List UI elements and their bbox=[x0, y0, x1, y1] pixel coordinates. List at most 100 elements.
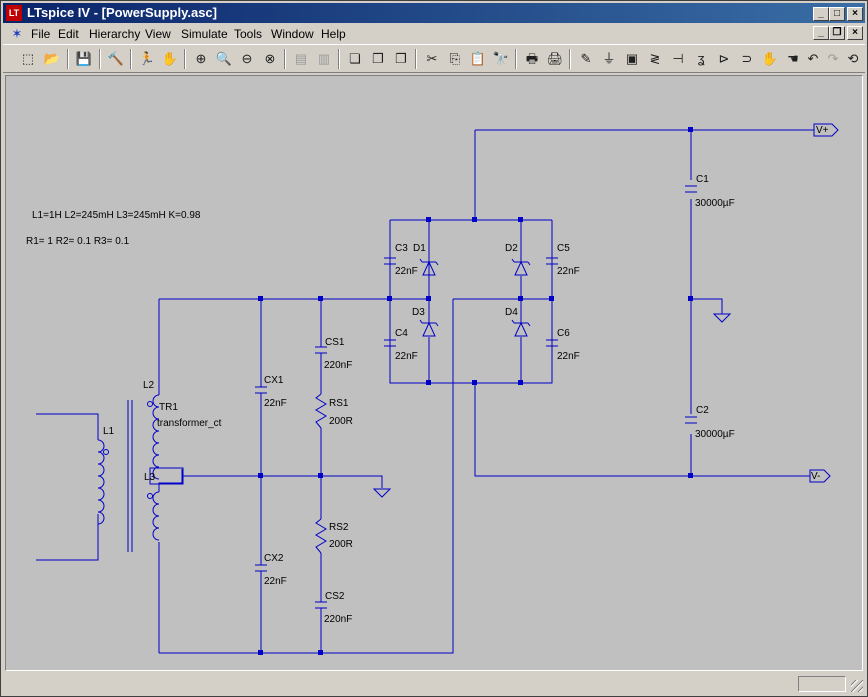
print-button[interactable]: 🖨 bbox=[546, 51, 564, 66]
document-restore-button[interactable]: ❐ bbox=[829, 26, 845, 40]
capacitor-c1[interactable]: C1 30000µF bbox=[685, 174, 735, 209]
schematic-canvas[interactable]: L1=1H L2=245mH L3=245mH K=0.98 R1= 1 R2=… bbox=[5, 75, 863, 671]
svg-text:200R: 200R bbox=[329, 539, 353, 550]
tile-vertical-button[interactable]: ▥ bbox=[317, 51, 331, 66]
svg-text:CX1: CX1 bbox=[264, 375, 284, 386]
menu-file[interactable]: File bbox=[31, 27, 51, 41]
menu-view[interactable]: View bbox=[145, 27, 171, 41]
port-vplus[interactable]: V+ bbox=[813, 123, 839, 137]
svg-text:22nF: 22nF bbox=[557, 351, 580, 362]
undo-button[interactable]: ↶ bbox=[807, 51, 819, 66]
resistor-rs1[interactable]: RS1 200R bbox=[315, 393, 353, 429]
close-button[interactable]: × bbox=[847, 7, 863, 21]
svg-text:30000µF: 30000µF bbox=[695, 198, 735, 209]
halt-button[interactable]: ✋ bbox=[161, 51, 179, 66]
title-bar[interactable]: LT LTspice IV - [PowerSupply.asc] _ □ × bbox=[3, 3, 865, 23]
capacitor-c3[interactable]: C3 22nF bbox=[384, 243, 418, 277]
diode-d2[interactable]: D2 bbox=[505, 243, 531, 276]
wires[interactable] bbox=[36, 129, 814, 654]
transformer-tr1[interactable]: L1 L2 L3 TR1 transformer_ct bbox=[97, 380, 222, 552]
svg-text:D1: D1 bbox=[413, 243, 426, 254]
svg-text:RS2: RS2 bbox=[329, 522, 349, 533]
redo-button[interactable]: ↷ bbox=[827, 51, 839, 66]
open-button[interactable]: 📂 bbox=[43, 51, 61, 66]
menu-hierarchy[interactable]: Hierarchy bbox=[89, 27, 141, 41]
diode-d4[interactable]: D4 bbox=[505, 307, 531, 337]
zoom-fit-button[interactable]: ⊗ bbox=[264, 51, 276, 66]
zoom-out-button[interactable]: ⊖ bbox=[241, 51, 253, 66]
resistor-button[interactable]: ≷ bbox=[649, 51, 661, 66]
document-system-menu-icon[interactable]: ✶ bbox=[11, 26, 23, 41]
minimize-button[interactable]: _ bbox=[813, 7, 829, 21]
draw-wire-button[interactable]: ✎ bbox=[580, 51, 592, 66]
capacitor-cx2[interactable]: CX2 22nF bbox=[255, 553, 287, 587]
component-button[interactable]: ⊃ bbox=[741, 51, 753, 66]
ground-icon[interactable] bbox=[372, 488, 392, 498]
svg-text:200R: 200R bbox=[329, 416, 353, 427]
rotate-button[interactable]: ⟲ bbox=[847, 51, 859, 66]
menu-window[interactable]: Window bbox=[271, 27, 314, 41]
diode-d3[interactable]: D3 bbox=[412, 307, 439, 337]
svg-text:C3: C3 bbox=[395, 243, 408, 254]
document-minimize-button[interactable]: _ bbox=[813, 26, 829, 40]
tile-horizontal-button[interactable]: ▤ bbox=[294, 51, 308, 66]
toolbar-separator bbox=[67, 49, 69, 69]
menu-simulate[interactable]: Simulate bbox=[181, 27, 228, 41]
new-schematic-button[interactable]: ⬚ bbox=[21, 51, 35, 66]
run-button[interactable]: 🏃 bbox=[138, 51, 156, 66]
capacitor-cs1[interactable]: CS1 220nF bbox=[315, 337, 352, 371]
svg-text:transformer_ct: transformer_ct bbox=[157, 418, 222, 429]
diode-button[interactable]: ⊳ bbox=[718, 51, 730, 66]
capacitor-c6[interactable]: C6 22nF bbox=[546, 328, 580, 362]
svg-text:D2: D2 bbox=[505, 243, 518, 254]
app-logo-icon[interactable]: LT bbox=[6, 5, 22, 21]
junction-dots bbox=[258, 127, 693, 655]
menu-help[interactable]: Help bbox=[321, 27, 346, 41]
svg-text:220nF: 220nF bbox=[324, 360, 352, 371]
print-preview-button[interactable]: 🖶 bbox=[525, 51, 539, 66]
capacitor-c2[interactable]: C2 30000µF bbox=[685, 405, 735, 440]
drag-button[interactable]: ☚ bbox=[787, 51, 799, 66]
svg-text:V+: V+ bbox=[816, 125, 829, 136]
status-panel bbox=[798, 676, 846, 692]
net-label-button[interactable]: ▣ bbox=[625, 51, 639, 66]
ground-icon[interactable] bbox=[712, 313, 732, 323]
move-button[interactable]: ✋ bbox=[761, 51, 779, 66]
cut-button[interactable]: ✂ bbox=[426, 51, 438, 66]
close-window-button[interactable]: ❐ bbox=[395, 51, 407, 66]
control-panel-button[interactable]: 🔨 bbox=[107, 51, 125, 66]
copy-button[interactable]: ⎘ bbox=[449, 51, 461, 66]
capacitor-cs2[interactable]: CS2 220nF bbox=[315, 591, 352, 625]
zoom-pan-button[interactable]: 🔍 bbox=[215, 51, 233, 66]
capacitor-button[interactable]: ⊣ bbox=[672, 51, 684, 66]
capacitor-c5[interactable]: C5 22nF bbox=[546, 243, 580, 277]
paste-button[interactable]: 📋 bbox=[469, 51, 487, 66]
svg-text:L1: L1 bbox=[103, 426, 115, 437]
resistor-rs2[interactable]: RS2 200R bbox=[315, 518, 353, 554]
port-vminus[interactable]: V- bbox=[809, 469, 831, 483]
window-title: LTspice IV - [PowerSupply.asc] bbox=[27, 5, 217, 20]
toolbar-separator bbox=[415, 49, 417, 69]
svg-text:CX2: CX2 bbox=[264, 553, 284, 564]
toolbar-separator bbox=[338, 49, 340, 69]
find-button[interactable]: 🔭 bbox=[492, 51, 510, 66]
menu-tools[interactable]: Tools bbox=[234, 27, 263, 41]
maximize-button[interactable]: □ bbox=[829, 7, 845, 21]
arrange-button[interactable]: ❐ bbox=[372, 51, 384, 66]
ground-button[interactable]: ⏚ bbox=[602, 51, 616, 66]
diode-d1[interactable]: D1 bbox=[413, 243, 439, 276]
resistance-directive[interactable]: R1= 1 R2= 0.1 R3= 0.1 bbox=[26, 236, 130, 247]
inductor-button[interactable]: ʓ bbox=[697, 51, 705, 66]
svg-text:C4: C4 bbox=[395, 328, 408, 339]
capacitor-c4[interactable]: C4 22nF bbox=[384, 328, 418, 362]
save-button[interactable]: 💾 bbox=[75, 51, 93, 66]
resize-grip-icon[interactable] bbox=[851, 680, 863, 692]
cascade-button[interactable]: ❏ bbox=[349, 51, 361, 66]
document-close-button[interactable]: × bbox=[847, 26, 863, 40]
capacitor-cx1[interactable]: CX1 22nF bbox=[255, 375, 287, 409]
menu-edit[interactable]: Edit bbox=[58, 27, 79, 41]
schematic-drawing[interactable]: L1=1H L2=245mH L3=245mH K=0.98 R1= 1 R2=… bbox=[6, 76, 862, 670]
svg-text:22nF: 22nF bbox=[557, 266, 580, 277]
zoom-in-button[interactable]: ⊕ bbox=[195, 51, 207, 66]
coupling-directive[interactable]: L1=1H L2=245mH L3=245mH K=0.98 bbox=[32, 210, 201, 221]
